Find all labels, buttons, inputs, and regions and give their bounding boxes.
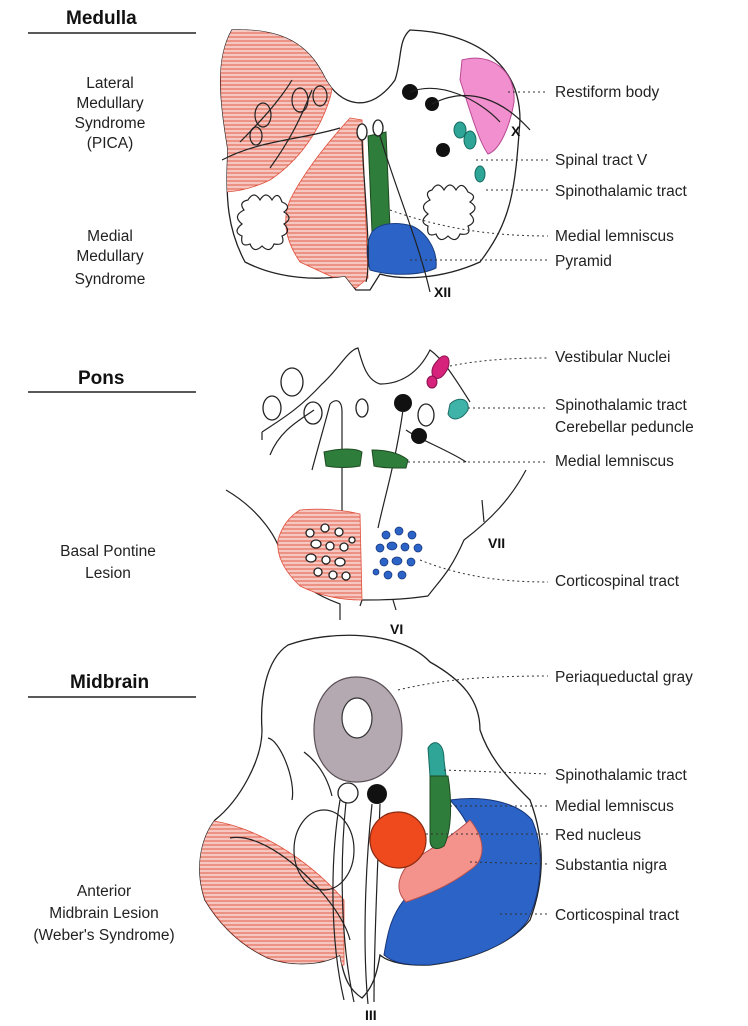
red-nucleus (370, 812, 426, 868)
label-spinal-tract-v: Spinal tract V (555, 152, 648, 169)
lesion-label-line: Syndrome (75, 115, 146, 132)
basal-pontine-lesion (278, 509, 362, 600)
medial-lemniscus-pons-left (324, 449, 362, 468)
cerebral-aqueduct (342, 698, 372, 738)
lesion-label-line: Syndrome (75, 271, 146, 288)
pons-nucleus-outline (356, 399, 368, 417)
medulla-midline-nucleus (357, 124, 367, 140)
pons-nucleus-outline (281, 368, 303, 396)
label-medial-lemniscus-pons: Medial lemniscus (555, 453, 674, 470)
label-medial-lemniscus-midbrain: Medial lemniscus (555, 798, 674, 815)
lesion-label-line: Lesion (85, 565, 131, 582)
lateral-medullary-syndrome-label: Lateral Medullary Syndrome (PICA) (75, 75, 146, 152)
label-corticospinal-tract-midbrain: Corticospinal tract (555, 907, 680, 924)
label-pyramid: Pyramid (555, 253, 612, 270)
nerve-vi: VI (390, 621, 403, 637)
oculomotor-nucleus-left (338, 783, 358, 803)
label-periaqueductal-gray: Periaqueductal gray (555, 669, 693, 686)
label-vestibular-nuclei: Vestibular Nuclei (555, 349, 670, 366)
abducens-fiber (378, 410, 403, 528)
lesion-label-line: Basal Pontine (60, 543, 156, 560)
pons-nucleus-outline (263, 396, 281, 420)
label-corticospinal-tract-pons: Corticospinal tract (555, 573, 680, 590)
corticospinal-tract-pons (373, 527, 422, 579)
spinothalamic-tract-medulla (475, 166, 485, 182)
medulla-section: Medulla Lateral Medullary Syndrome (PICA… (28, 8, 688, 300)
lesion-label-line: Medullary (76, 95, 143, 112)
abducens-nucleus (394, 394, 412, 412)
oculomotor-nucleus-right (367, 784, 387, 804)
pons-nucleus-outline (418, 404, 434, 426)
lesion-label-line: (Weber's Syndrome) (33, 927, 174, 944)
leader-line (450, 358, 548, 366)
midbrain-section: Midbrain Anterior Midbrain Lesion (Weber… (28, 635, 693, 1023)
weber-syndrome-label: Anterior Midbrain Lesion (Weber's Syndro… (33, 883, 174, 944)
spinal-tract-v-medulla (454, 122, 466, 138)
label-cerebellar-peduncle: Cerebellar peduncle (555, 419, 694, 436)
medulla-midline-nucleus (373, 120, 383, 136)
nerve-iii: III (365, 1007, 377, 1023)
vestibular-nuclei (432, 356, 449, 379)
label-red-nucleus: Red nucleus (555, 827, 641, 844)
lesion-label-line: Lateral (86, 75, 133, 92)
label-medial-lemniscus-medulla: Medial lemniscus (555, 228, 674, 245)
lesion-label-line: Medial (87, 228, 133, 245)
lesion-label-line: (PICA) (87, 135, 134, 152)
facial-nerve-line (482, 500, 484, 522)
medial-lemniscus-pons-right (372, 450, 408, 468)
midbrain-title: Midbrain (70, 672, 149, 693)
lesion-label-line: Anterior (77, 883, 131, 900)
nerve-vii: VII (488, 535, 505, 551)
pons-section: Pons Basal Pontine Lesion (28, 348, 694, 637)
lesion-label-line: Medullary (76, 248, 143, 265)
medial-lemniscus-midbrain (430, 776, 451, 848)
pons-title: Pons (78, 368, 124, 389)
spinal-tract-v-medulla (464, 131, 476, 149)
nerve-xii: XII (434, 284, 451, 300)
medulla-title: Medulla (66, 8, 137, 29)
spinothalamic-tract-pons (448, 399, 468, 419)
lesion-label-line: Midbrain Lesion (49, 905, 158, 922)
label-spinothalamic-tract-medulla: Spinothalamic tract (555, 183, 688, 200)
facial-nucleus (411, 428, 427, 444)
label-substantia-nigra: Substantia nigra (555, 857, 667, 874)
nucleus-dark (436, 143, 450, 157)
pons-nucleus-outline (304, 402, 322, 424)
basal-pontine-lesion-label: Basal Pontine Lesion (60, 543, 156, 582)
pons-basilar-outline (393, 600, 396, 610)
label-spinothalamic-tract-pons: Spinothalamic tract (555, 397, 688, 414)
vestibular-nuclei (427, 376, 437, 388)
label-spinothalamic-tract-midbrain: Spinothalamic tract (555, 767, 688, 784)
medial-medullary-syndrome-label: Medial Medullary Syndrome (75, 228, 146, 288)
pons-basilar-outline (428, 470, 526, 596)
medial-lemniscus-medulla (368, 132, 390, 232)
nerve-x: X (511, 123, 521, 139)
leader-line (420, 560, 548, 582)
label-restiform-body: Restiform body (555, 84, 659, 101)
